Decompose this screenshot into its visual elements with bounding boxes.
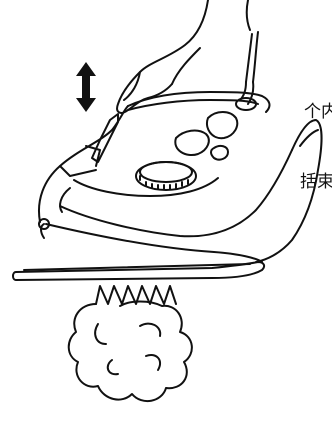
- side-text-2: 括束: [300, 172, 332, 192]
- hand-icon: [116, 0, 259, 114]
- temperature-dial-icon: [135, 161, 197, 191]
- steam-iron-icon: [12, 81, 323, 281]
- side-text-1: 个内: [304, 102, 332, 122]
- steam-cloud-icon: [67, 285, 193, 403]
- up-down-arrow-icon: [76, 62, 96, 112]
